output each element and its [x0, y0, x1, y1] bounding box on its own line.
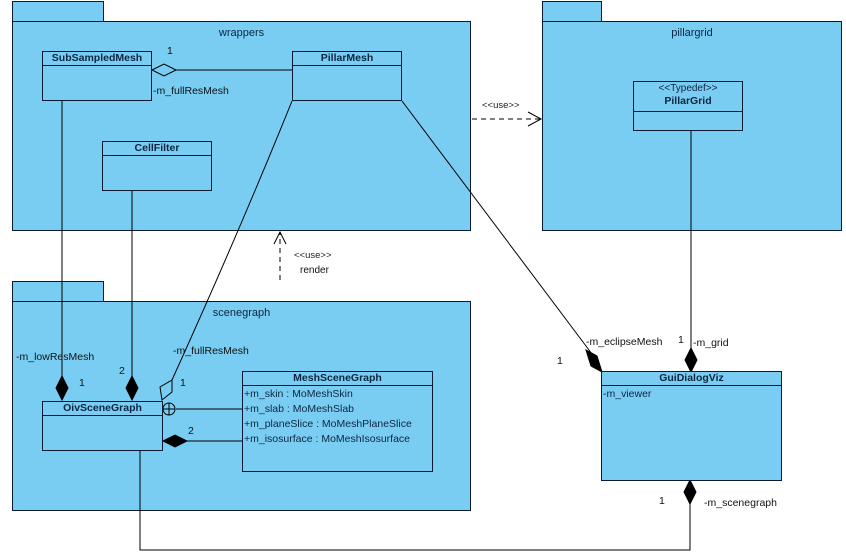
package-name: scenegraph — [212, 307, 271, 319]
role-label: -m_fullResMesh — [153, 85, 229, 97]
attribute: +m_planeSlice : MoMeshPlaneSlice — [244, 418, 412, 430]
multiplicity-label: 1 — [79, 377, 85, 389]
class-name: GuiDialogViz — [602, 372, 781, 386]
multiplicity-label: 1 — [557, 355, 563, 367]
dependency-arrow — [273, 230, 287, 245]
multiplicity-label: 1 — [167, 45, 173, 57]
attribute: +m_skin : MoMeshSkin — [244, 388, 353, 400]
dependency-arrow — [527, 111, 543, 127]
class-oivscenegraph[interactable]: OivSceneGraph — [42, 401, 163, 451]
multiplicity-label: 1 — [180, 377, 186, 389]
attribute: +m_isosurface : MoMeshIsosurface — [244, 433, 411, 445]
multiplicity-label: 2 — [119, 365, 125, 377]
class-pillargrid[interactable]: <<Typedef>> PillarGrid — [633, 81, 743, 131]
class-pillarmesh[interactable]: PillarMesh — [292, 51, 402, 101]
attribute: +m_slab : MoMeshSlab — [244, 403, 355, 415]
package-scenegraph-tab[interactable] — [12, 281, 104, 302]
package-name: wrappers — [218, 27, 265, 39]
class-guidialogviz[interactable]: GuiDialogViz -m_viewer — [601, 371, 782, 481]
composition-diamond — [683, 478, 697, 506]
role-label: -m_lowResMesh — [16, 351, 95, 363]
package-name: pillargrid — [671, 27, 713, 39]
dependency-stereotype: <<use>> — [294, 250, 332, 261]
composition-diamond — [684, 346, 698, 374]
role-label: -m_eclipseMesh — [586, 336, 663, 348]
class-name: SubSampledMesh — [43, 52, 151, 66]
dependency-stereotype: <<use>> — [482, 100, 520, 111]
class-subsampledmesh[interactable]: SubSampledMesh — [42, 51, 152, 101]
class-name: CellFilter — [103, 142, 211, 156]
multiplicity-label: 2 — [188, 425, 194, 437]
role-label: -m_fullResMesh — [173, 345, 249, 357]
multiplicity-label: 1 — [659, 495, 665, 507]
class-name: OivSceneGraph — [43, 402, 162, 416]
class-attributes: -m_viewer — [602, 386, 781, 402]
class-cellfilter[interactable]: CellFilter — [102, 141, 212, 191]
class-name: PillarGrid — [664, 95, 712, 107]
class-stereotype: <<Typedef>> — [658, 83, 718, 94]
package-pillargrid-tab[interactable] — [542, 1, 602, 22]
role-label: -m_scenegraph — [704, 497, 777, 509]
dependency-name: render — [300, 265, 329, 276]
class-meshscenegraph[interactable]: MeshSceneGraph +m_skin : MoMeshSkin +m_s… — [242, 371, 433, 472]
composition-diamond — [585, 348, 603, 374]
class-name: PillarMesh — [293, 52, 401, 66]
class-name: MeshSceneGraph — [243, 372, 432, 386]
package-wrappers-tab[interactable] — [12, 1, 104, 22]
attribute: -m_viewer — [603, 388, 652, 400]
role-label: -m_grid — [693, 337, 729, 349]
class-attributes: +m_skin : MoMeshSkin +m_slab : MoMeshSla… — [243, 386, 432, 447]
multiplicity-label: 1 — [678, 334, 684, 346]
